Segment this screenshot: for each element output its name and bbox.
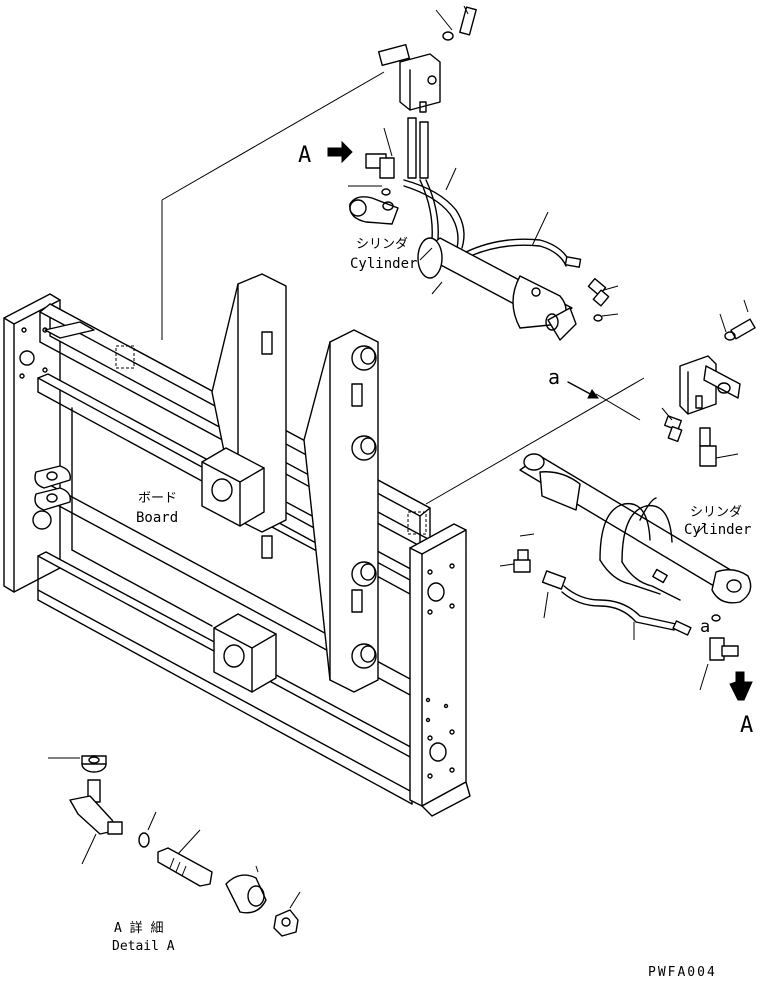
section-a-label: a (548, 365, 560, 389)
view-a-label-top: A (298, 143, 311, 168)
section-a-label-right: a (700, 617, 710, 637)
cylinder-label-top-en: Cylinder (350, 256, 417, 272)
detail-a-parts (48, 755, 301, 937)
mast-brackets (211, 273, 379, 693)
view-a-arrow-bottom (729, 671, 753, 701)
section-a-arrowhead (587, 389, 599, 399)
detail-a-label-en: Detail A (112, 939, 175, 954)
right-cylinder-assembly (425, 299, 756, 691)
view-a-label-bottom: A (740, 713, 753, 738)
cylinder-label-right-en: Cylinder (684, 522, 751, 538)
top-cylinder-assembly (161, 5, 619, 341)
drawing-code: PWFA004 (648, 965, 717, 980)
cylinder-label-top-jp: シリンダ (356, 237, 408, 252)
slide-blocks (201, 447, 277, 693)
board-label-jp: ボード (138, 491, 177, 506)
view-a-arrow-top (327, 140, 353, 164)
cylinder-label-right-jp: シリンダ (690, 505, 742, 520)
board-label-en: Board (136, 510, 178, 526)
detail-a-label-jp: A 詳 細 (114, 920, 163, 936)
